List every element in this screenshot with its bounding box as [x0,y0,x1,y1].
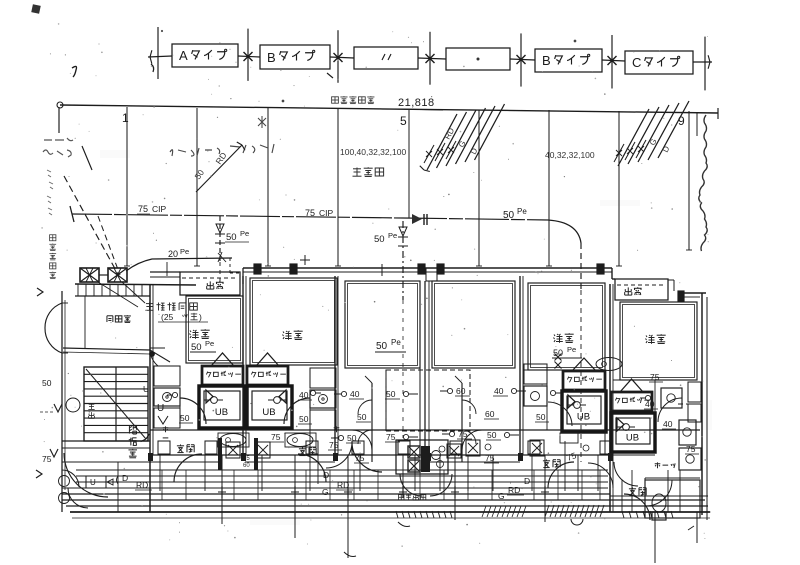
svg-text:75: 75 [565,450,578,463]
svg-text:5: 5 [400,114,407,128]
svg-text:50: 50 [386,389,396,399]
svg-text:D: D [122,473,128,483]
svg-text:40: 40 [350,389,360,399]
svg-text:20: 20 [168,249,178,259]
svg-text:B: B [267,50,276,65]
svg-text:B: B [542,53,551,68]
svg-text:40: 40 [645,399,655,409]
svg-text:75: 75 [42,454,52,464]
svg-text:9: 9 [678,114,685,128]
svg-text:G: G [648,137,659,147]
svg-text:): ) [199,312,202,322]
svg-text:75: 75 [305,208,315,218]
svg-text:U: U [143,384,149,394]
svg-text:50: 50 [376,341,388,352]
svg-text:75: 75 [686,444,696,454]
svg-text:D: D [661,144,672,154]
svg-text:45: 45 [243,456,250,462]
svg-text:RD: RD [337,480,349,490]
svg-text:1: 1 [122,111,129,125]
svg-text:CIP: CIP [152,204,167,214]
svg-text:40: 40 [494,386,504,396]
svg-text:A: A [179,48,188,63]
svg-text:60: 60 [485,409,495,419]
svg-text:50: 50 [191,342,202,353]
svg-text:Pe: Pe [180,247,189,256]
svg-text:50: 50 [347,433,357,443]
svg-text:Pe: Pe [567,345,576,354]
svg-text:U: U [90,478,96,487]
svg-text:75: 75 [271,432,281,442]
svg-text:D: D [469,146,480,156]
svg-text:75: 75 [458,429,468,439]
svg-text:75: 75 [138,204,148,214]
svg-text:50: 50 [536,412,546,422]
svg-text:40: 40 [299,390,309,400]
svg-text:D: D [323,470,329,480]
svg-text:50: 50 [299,414,309,424]
svg-text:40: 40 [663,419,673,429]
svg-text:RD: RD [508,485,520,495]
svg-text:UB: UB [215,407,228,418]
svg-text:50: 50 [487,430,497,440]
svg-text:75: 75 [386,432,396,442]
svg-text:50: 50 [357,412,367,422]
svg-text:RD: RD [136,480,148,490]
svg-text:Pe: Pe [388,231,397,240]
svg-text:100,40,32,32,100: 100,40,32,32,100 [340,147,406,157]
svg-text:G: G [498,491,505,501]
svg-text:Pe: Pe [391,338,401,347]
svg-text:21,818: 21,818 [398,97,435,109]
svg-text:UB: UB [626,433,639,444]
svg-text:G: G [322,487,329,497]
svg-text:50: 50 [503,210,515,221]
svg-text:G: G [457,139,468,149]
svg-text:60: 60 [456,386,466,396]
svg-text:UB: UB [577,412,590,423]
svg-text:50: 50 [374,234,385,245]
svg-text:U: U [157,403,164,414]
svg-text:CIP: CIP [319,208,334,218]
svg-text:50: 50 [42,378,52,388]
svg-text:D: D [524,476,530,486]
svg-text:UB: UB [262,407,275,418]
svg-text:50: 50 [180,413,190,423]
svg-text:C: C [632,55,641,70]
svg-text:75: 75 [329,440,339,450]
svg-text:40,32,32,100: 40,32,32,100 [545,150,595,160]
svg-text:Pe: Pe [517,207,527,216]
svg-text:75: 75 [650,372,660,382]
svg-text:60: 60 [243,463,250,469]
svg-text:(25: (25 [161,312,174,322]
svg-text:50: 50 [553,348,563,358]
svg-text:Pe: Pe [205,339,214,348]
svg-text:50: 50 [226,232,237,243]
svg-text:75: 75 [485,453,495,463]
svg-text:Pe: Pe [240,229,249,238]
